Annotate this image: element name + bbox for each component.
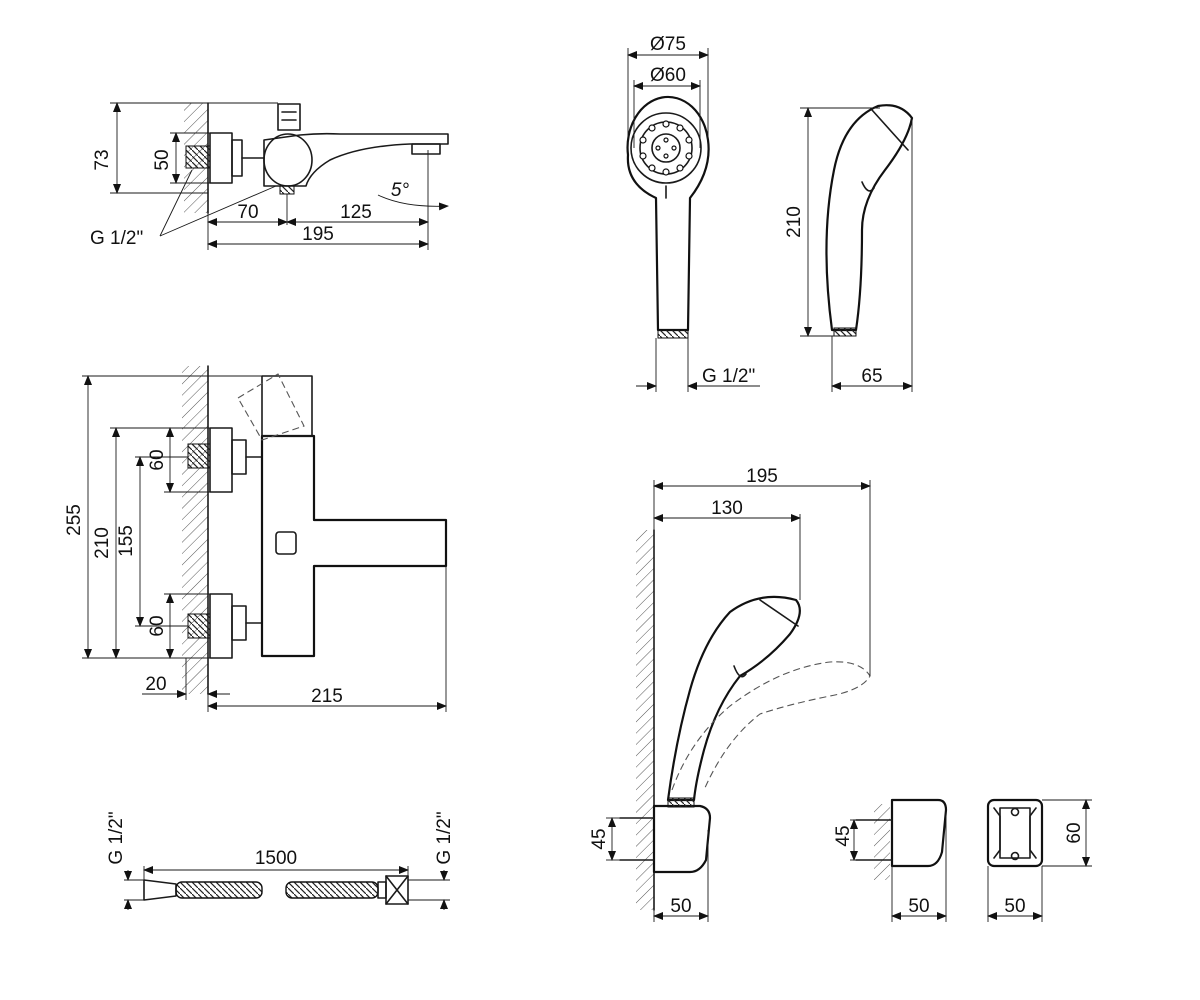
mixer-depth-label: 215 — [311, 686, 343, 707]
bracket-front-view: 60 50 — [986, 798, 1092, 922]
bracket-height-label: 45 — [833, 825, 854, 846]
holder-width-label: 50 — [670, 896, 691, 917]
nozzle-pattern — [639, 120, 693, 176]
bracket-width-label: 50 — [908, 896, 929, 917]
holder-assembly-view: 195 130 45 50 — [589, 466, 871, 922]
spout-len2-label: 125 — [340, 202, 372, 223]
mixer-inlet2-label: 60 — [147, 615, 168, 636]
spout-len1-label: 70 — [237, 202, 258, 223]
shower-head-front-view: Ø75 Ø60 G 1/2" — [626, 34, 760, 392]
head-depth-label: 65 — [861, 366, 882, 387]
spout-height-label: 73 — [92, 149, 113, 170]
mixer-centers-label: 155 — [116, 525, 137, 557]
hose-view: G 1/2" 1500 G 1/2" — [106, 811, 455, 910]
holder-reach2-label: 130 — [711, 498, 743, 519]
bracket-front-width: 50 — [1004, 896, 1025, 917]
head-length-label: 210 — [784, 206, 805, 238]
spout-total-label: 195 — [302, 224, 334, 245]
mixer-wall-label: 20 — [145, 674, 166, 695]
spout-inlet-label: 50 — [152, 149, 173, 170]
head-outer-diameter: Ø75 — [650, 34, 686, 55]
mixer-side-view: 255 210 155 60 60 20 215 — [64, 365, 448, 712]
spout-thread-label: G 1/2" — [90, 228, 143, 249]
spout-view: 73 50 70 125 195 5° G 1/2" — [90, 102, 449, 250]
mixer-h2-label: 210 — [92, 527, 113, 559]
mixer-height-label: 255 — [64, 504, 85, 536]
spout-angle-label: 5° — [391, 180, 410, 201]
bracket-front-height: 60 — [1064, 822, 1085, 843]
hose-length-label: 1500 — [255, 848, 297, 869]
hose-thread-left: G 1/2" — [106, 811, 127, 864]
head-thread-label: G 1/2" — [702, 366, 755, 387]
bracket-side-view: 45 50 — [833, 798, 948, 922]
hose-thread-right: G 1/2" — [434, 811, 455, 864]
shower-head-side-view: 210 65 — [784, 104, 914, 392]
mixer-inlet1-label: 60 — [147, 449, 168, 470]
holder-height-label: 45 — [589, 828, 610, 849]
holder-reach-label: 195 — [746, 466, 778, 487]
head-inner-diameter: Ø60 — [650, 65, 686, 86]
